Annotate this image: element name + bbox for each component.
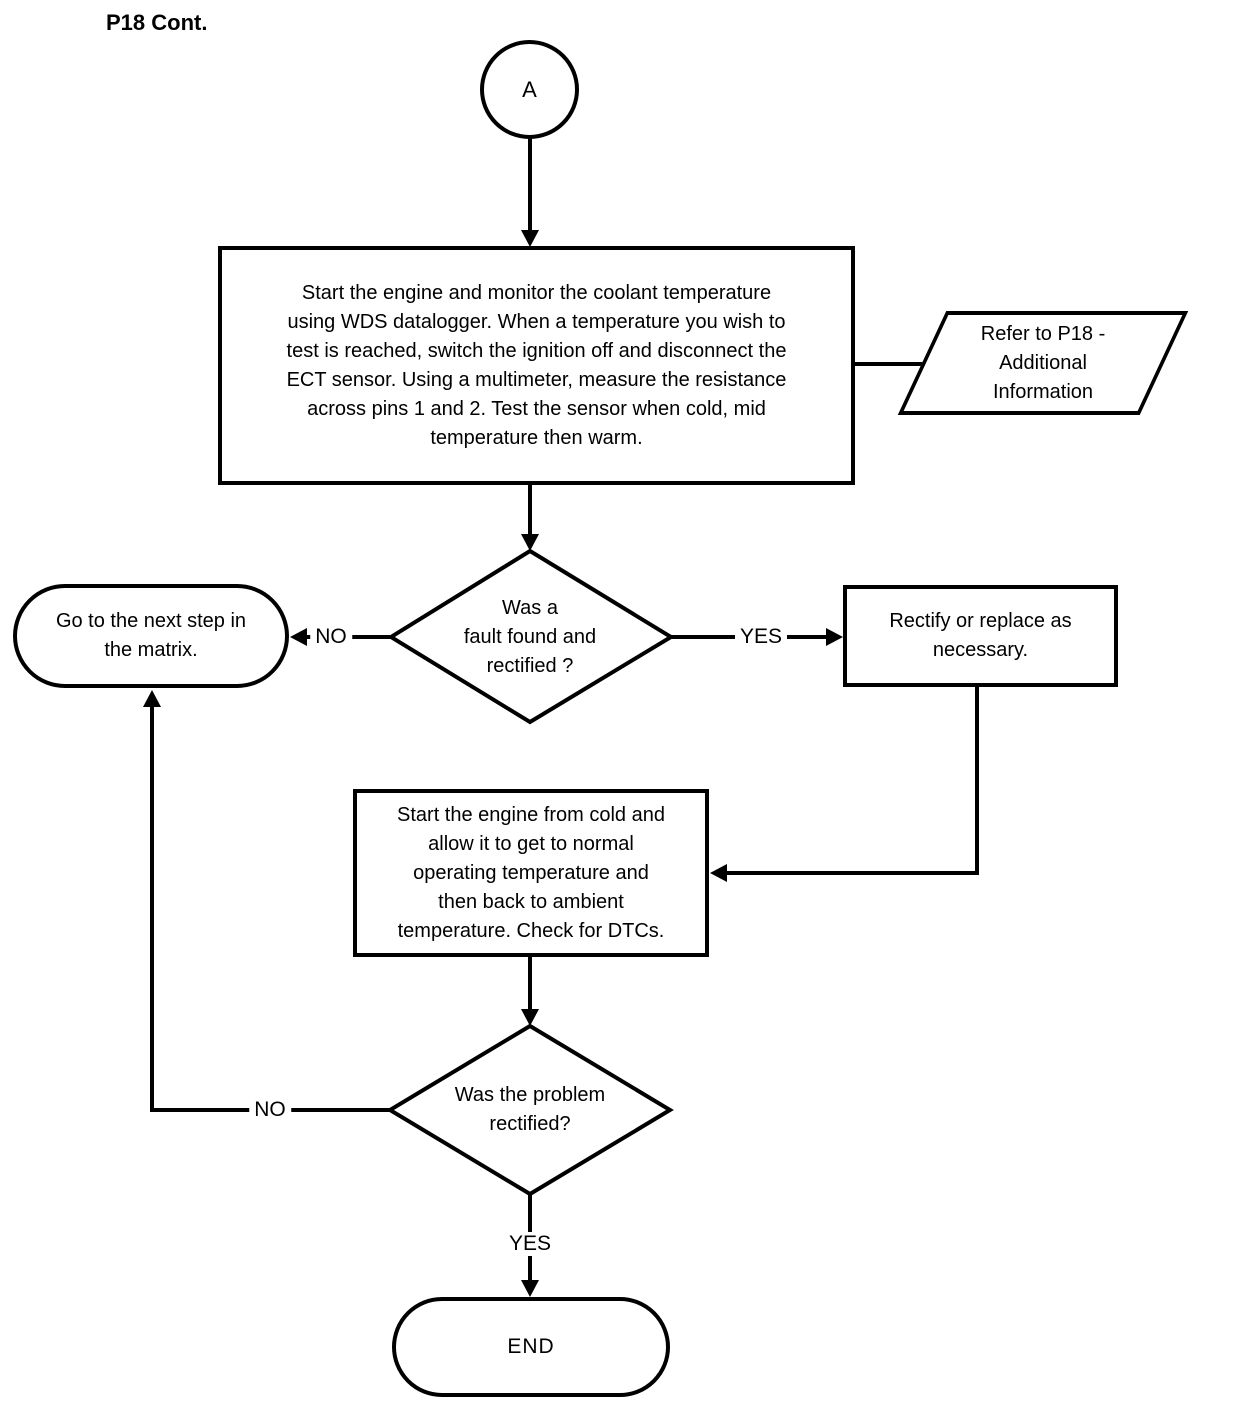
arrowhead-into-process1 [521, 230, 539, 247]
decision-fault-text: Was a fault found and rectified ? [463, 596, 597, 677]
arrowhead-into-end [521, 1280, 539, 1297]
process-monitor-text: Start the engine and monitor the coolant… [286, 281, 787, 449]
arrowhead-into-terminal-left [290, 628, 307, 646]
connector-a-label: A [522, 76, 537, 102]
decision-problem-text: Was the problem rectified? [454, 1084, 606, 1135]
process-cold-start-text: Start the engine from cold and allow it … [397, 803, 665, 942]
terminal-end-text: END [507, 1334, 555, 1358]
edge-label-problem-no: NO [249, 1098, 291, 1122]
edge-decision2-no [150, 696, 390, 1112]
process-rectify-box: Rectify or replace as necessary. [843, 585, 1118, 687]
process-monitor-box: Start the engine and monitor the coolant… [218, 246, 855, 485]
arrowhead-into-decision2 [521, 1009, 539, 1026]
terminal-next-step-text: Go to the next step in the matrix. [55, 610, 247, 661]
process-rectify-text: Rectify or replace as necessary. [889, 610, 1072, 661]
terminal-end: END [392, 1297, 670, 1397]
arrowhead-loop-into-terminal-left [143, 690, 161, 707]
terminal-next-step: Go to the next step in the matrix. [13, 584, 289, 688]
decision-problem-diamond [386, 1023, 674, 1197]
arrowhead-into-coldstart [710, 864, 727, 882]
decision-fault-diamond [387, 548, 675, 725]
page-title: P18 Cont. [106, 10, 208, 35]
process-cold-start-box: Start the engine from cold and allow it … [353, 789, 709, 957]
reference-parallelogram: Refer to P18 - Additional Information [897, 311, 1189, 415]
edge-label-fault-yes: YES [734, 625, 788, 649]
edge-rectify-to-coldstart [717, 687, 979, 875]
edge-label-problem-yes: YES [503, 1232, 557, 1256]
arrowhead-into-decision1 [521, 534, 539, 551]
connector-a-circle: A [480, 40, 579, 139]
edge-label-fault-no: NO [310, 625, 352, 649]
arrowhead-into-rectify [826, 628, 843, 646]
reference-text: Refer to P18 - Additional Information [980, 322, 1106, 403]
